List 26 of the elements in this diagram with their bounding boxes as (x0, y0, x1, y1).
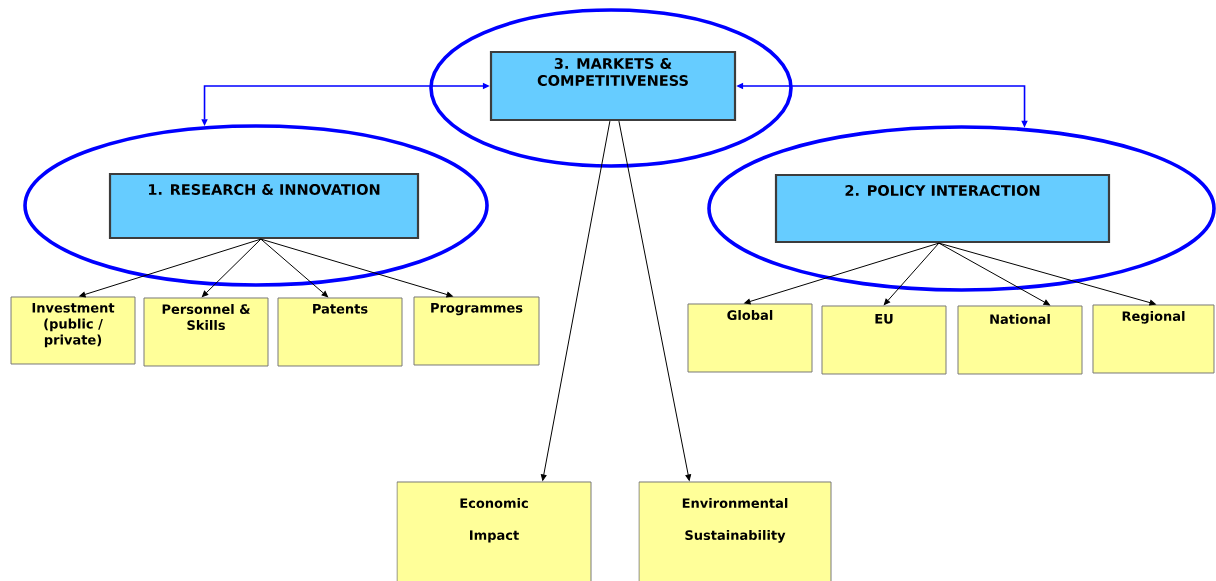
category-box: 3. MARKETS & COMPETITIVENESS (489, 50, 737, 122)
arrow (744, 242, 940, 305)
ellipse (429, 8, 793, 168)
arrow (938, 242, 1156, 306)
item-box: National (957, 305, 1083, 375)
arrow (201, 238, 262, 298)
item-box: Patents (277, 297, 403, 367)
item-box: EU (821, 305, 947, 375)
ellipse (707, 125, 1216, 292)
arrow (79, 238, 262, 298)
item-box: Regional (1092, 304, 1215, 374)
item-box: Programmes (413, 296, 540, 366)
item-box: Global (687, 303, 813, 373)
arrow (260, 238, 453, 298)
category-box: 2. POLICY INTERACTION (774, 173, 1111, 244)
arrow (938, 242, 1050, 306)
item-box: Investment (public / private) (10, 296, 136, 365)
ellipse (23, 124, 489, 287)
item-box: Personnel & Skills (143, 297, 269, 367)
arrow (883, 242, 940, 306)
category-box: 1. RESEARCH & INNOVATION (108, 172, 420, 240)
arrow (260, 238, 329, 298)
arrow (618, 120, 692, 481)
outcome-box: Economic Impact (396, 481, 592, 581)
outcome-box: Environmental Sustainability (638, 481, 832, 581)
arrow (540, 120, 611, 481)
